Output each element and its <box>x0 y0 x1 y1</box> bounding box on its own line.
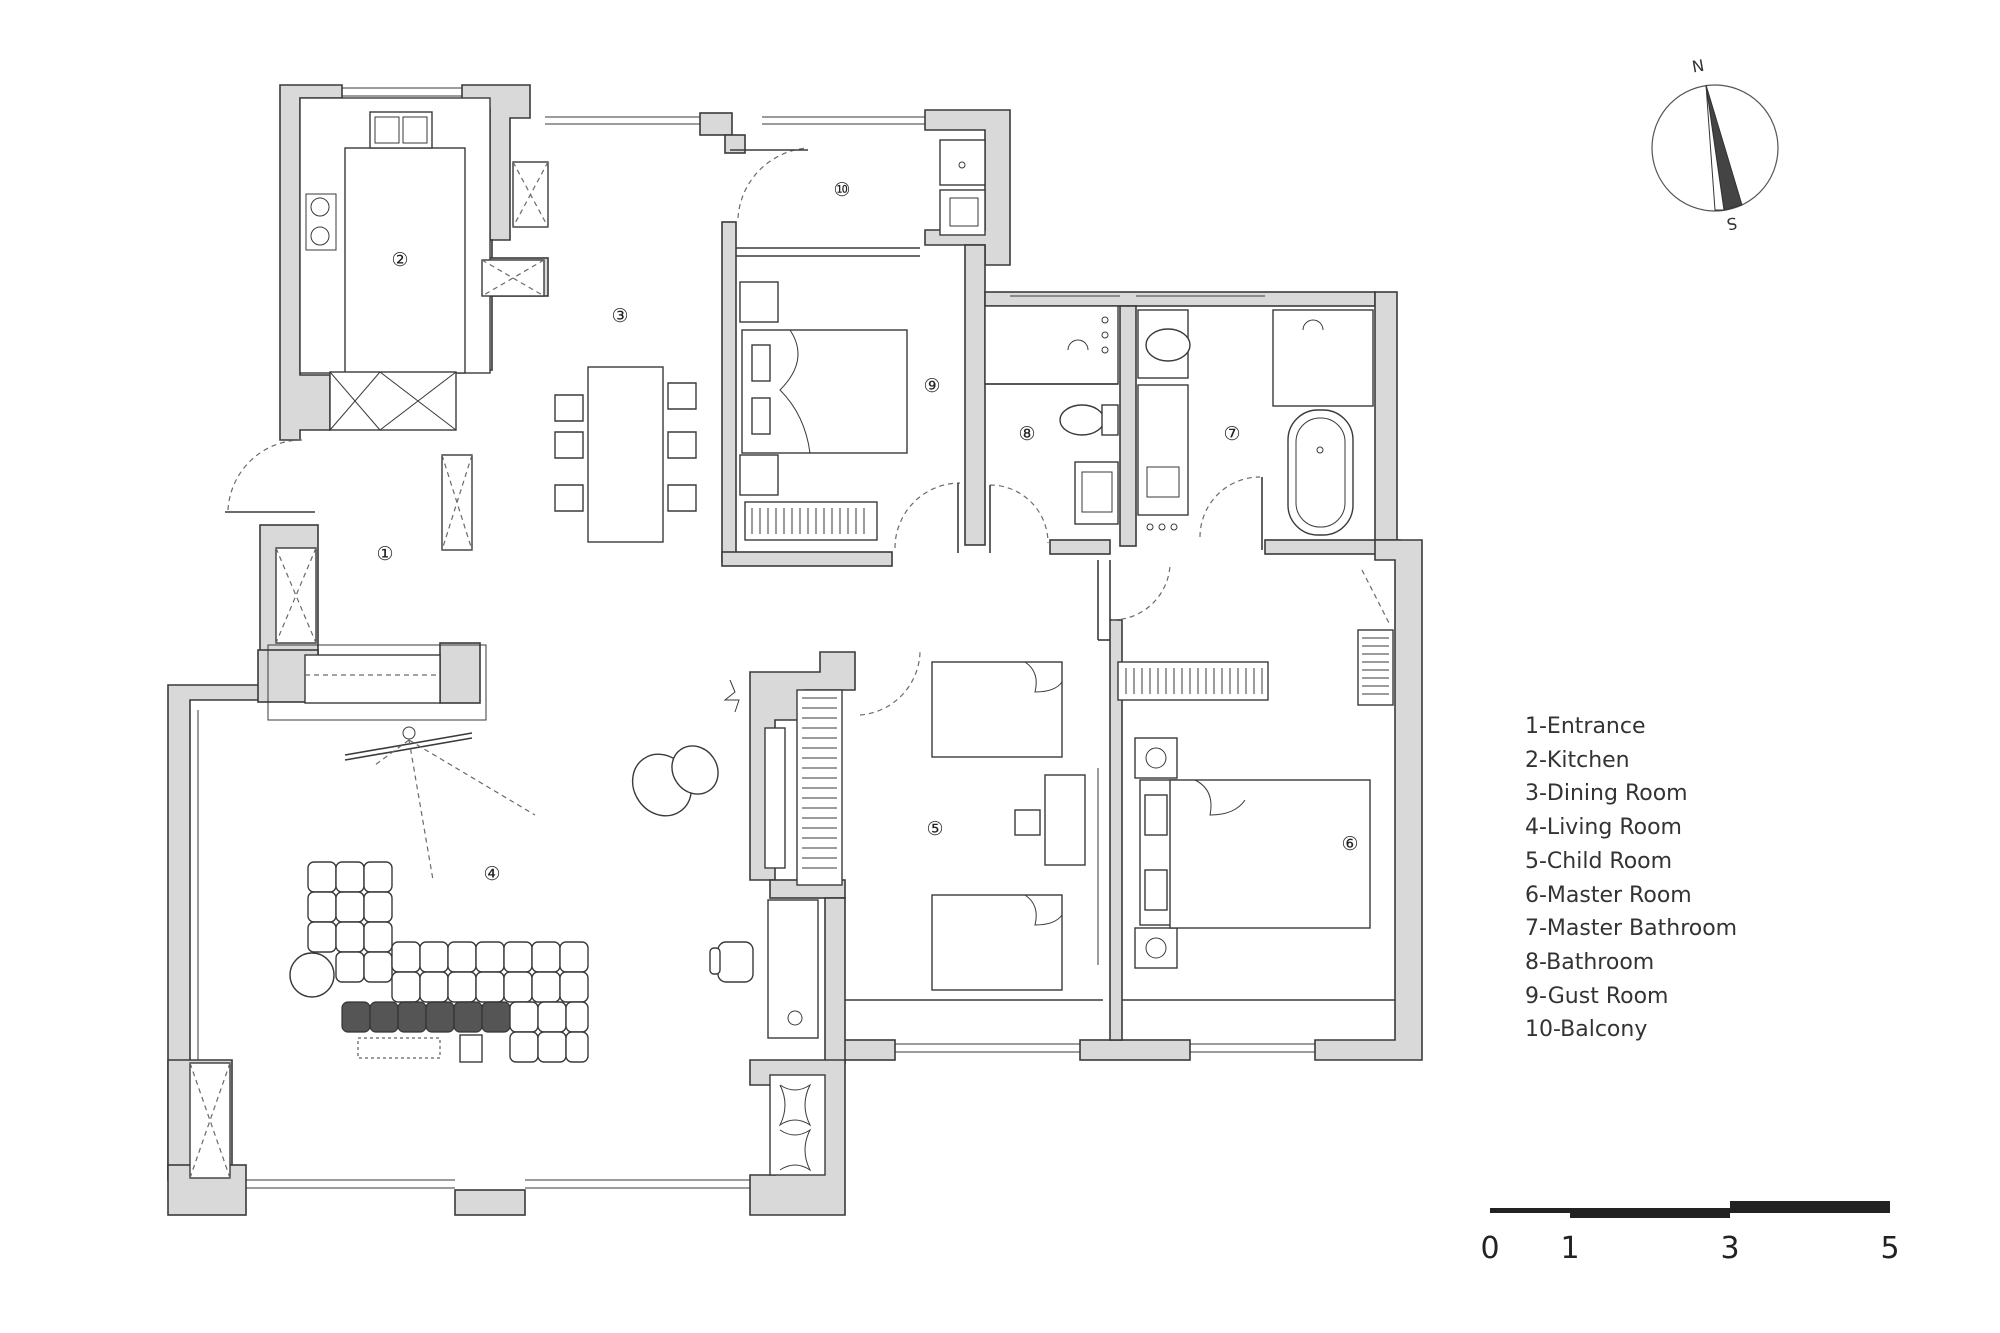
legend-item: 8-Bathroom <box>1525 949 1655 975</box>
legend-item: 9-Gust Room <box>1525 983 1669 1009</box>
scale-label-3: 3 <box>1720 1231 1739 1266</box>
bathroom <box>984 305 1119 553</box>
radiator-master <box>1125 668 1263 694</box>
room-number-child: ⑤ <box>926 818 943 840</box>
room-numbers: ① ② ③ ④ ⑤ ⑥ ⑦ ⑧ ⑨ ⑩ <box>376 179 1358 885</box>
radiator-master-right <box>1362 637 1389 695</box>
room-number-master: ⑥ <box>1341 833 1358 855</box>
room-number-entrance: ① <box>376 543 393 565</box>
scale-label-5: 5 <box>1880 1231 1899 1266</box>
legend-item: 7-Master Bathroom <box>1525 916 1738 942</box>
living-room <box>189 679 826 1179</box>
room-number-balcony: ⑩ <box>833 179 850 201</box>
legend-item: 6-Master Room <box>1525 882 1692 908</box>
room-number-bath: ⑧ <box>1018 423 1035 445</box>
master-room <box>1097 560 1395 1001</box>
kitchen <box>299 97 549 431</box>
legend-item: 1-Entrance <box>1525 714 1646 739</box>
legend-item: 3-Dining Room <box>1525 781 1688 807</box>
room-number-guest: ⑨ <box>923 375 940 397</box>
compass-south-label: S <box>1725 213 1738 233</box>
balcony <box>730 139 986 257</box>
radiator-child <box>802 697 837 869</box>
scale-label-1: 1 <box>1560 1231 1579 1266</box>
legend-item: 4-Living Room <box>1525 815 1682 841</box>
compass-north-label: N <box>1690 55 1705 76</box>
scale-label-0: 0 <box>1480 1231 1499 1266</box>
guest-room <box>739 281 961 553</box>
armchair <box>631 745 719 817</box>
chairs-right <box>667 382 697 512</box>
sofa <box>307 861 589 1063</box>
room-number-living: ④ <box>483 863 500 885</box>
scale-bar: 0 1 3 5 <box>1480 1201 1900 1266</box>
windows <box>189 87 1315 1189</box>
master-bathroom <box>1137 309 1374 550</box>
compass-icon: N S <box>1651 55 1779 234</box>
room-number-dining: ③ <box>611 305 628 327</box>
wardrobe-living <box>189 1062 231 1179</box>
chairs-left <box>554 394 584 512</box>
child-room <box>796 651 1103 1001</box>
legend-item: 2-Kitchen <box>1525 747 1630 773</box>
legend-item: 5-Child Room <box>1525 848 1673 874</box>
radiator-guest <box>751 508 865 534</box>
entrance <box>225 439 487 721</box>
dining <box>554 366 697 543</box>
desk-chair <box>709 941 754 983</box>
room-number-kitchen: ② <box>391 249 408 271</box>
room-number-master-bath: ⑦ <box>1223 423 1240 445</box>
legend-item: 10-Balcony <box>1525 1017 1648 1043</box>
legend: 1-Entrance 2-Kitchen 3-Dining Room 4-Liv… <box>1525 710 1737 1047</box>
